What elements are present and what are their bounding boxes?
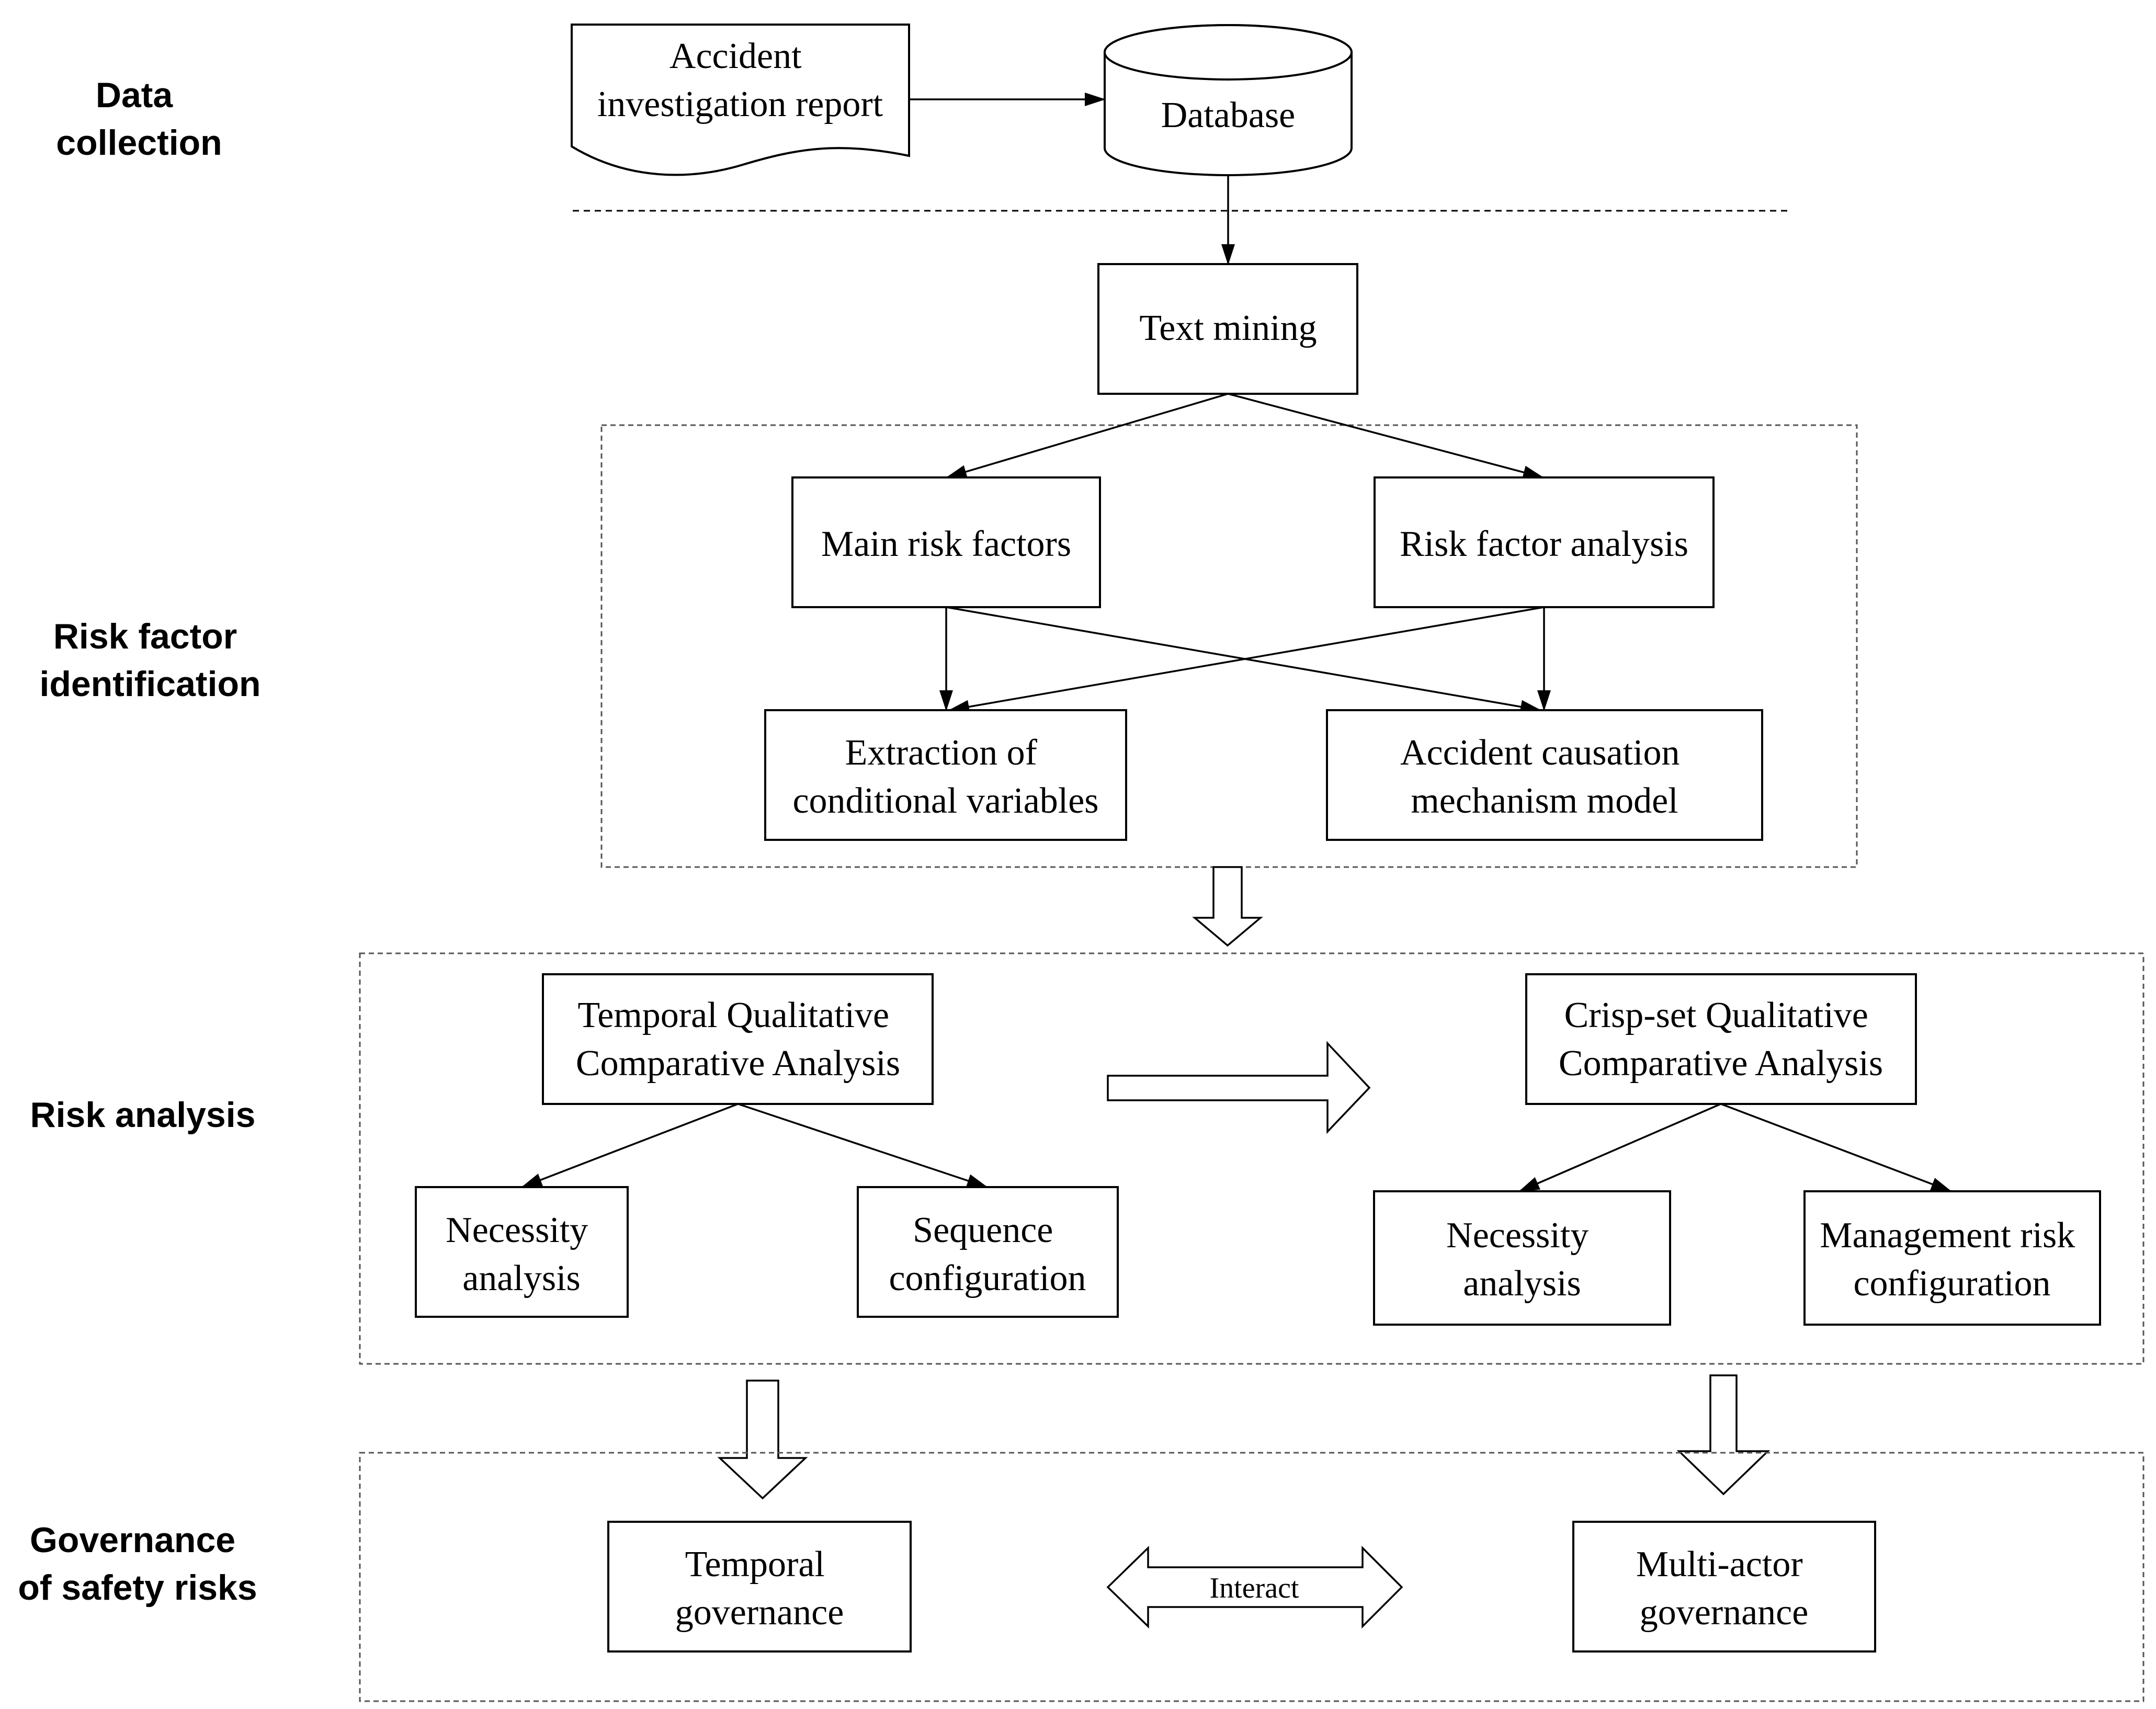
hollow-arrow-to-temporal-governance: [717, 1380, 808, 1500]
management-config-label: Management risk configuration: [1820, 1215, 2084, 1304]
accident-report-label: Accident investigation report: [597, 36, 883, 124]
main-risk-factors-box: [791, 476, 1101, 608]
stage-label-risk-analysis: Risk analysis: [30, 1095, 256, 1135]
necessity-left-label: Necessity analysis: [446, 1210, 597, 1298]
database-label: Database: [1161, 95, 1296, 135]
extraction-label: Extraction of conditional variables: [792, 733, 1098, 821]
multi-actor-governance-box: [1572, 1521, 1876, 1653]
stage-label-governance: Governance of safety risks: [18, 1520, 257, 1608]
arrow-text-mining-to-main-risk-factors: [946, 393, 1229, 478]
interact-label: Interact: [1210, 1572, 1299, 1604]
sequence-config-label: Sequence configuration: [889, 1210, 1086, 1298]
sequence-config-box: [857, 1186, 1119, 1318]
database-cylinder: [1104, 24, 1353, 176]
necessity-right-box: [1373, 1190, 1671, 1326]
causation-model-label: Accident causation mechanism model: [1400, 733, 1689, 821]
necessity-left-box: [415, 1186, 629, 1318]
tqca-label: Temporal Qualitative Comparative Analysi…: [576, 995, 900, 1084]
temporal-governance-label: Temporal governance: [675, 1544, 844, 1633]
main-risk-factors-label: Main risk factors: [821, 524, 1071, 564]
arrow-text-mining-to-risk-factor-analysis: [1228, 393, 1544, 479]
risk-analysis-container: [359, 952, 2144, 1365]
hollow-arrow-to-multi-actor-governance: [1676, 1374, 1771, 1496]
csqca-box: [1525, 973, 1917, 1105]
arrow-analysis-to-extraction: [948, 606, 1545, 714]
tqca-box: [542, 973, 934, 1105]
stage-label-data-collection: Data collection: [56, 75, 222, 163]
risk-factor-analysis-label: Risk factor analysis: [1400, 524, 1688, 564]
governance-container: [359, 1452, 2144, 1702]
hollow-arrow-tqca-to-csqca: [1107, 1041, 1371, 1134]
multi-actor-governance-label: Multi-actor governance: [1636, 1544, 1812, 1633]
arrow-csqca-to-management: [1720, 1103, 1952, 1192]
necessity-right-label: Necessity analysis: [1446, 1215, 1598, 1304]
stage-label-risk-factor-identification: Risk factor identification: [39, 617, 260, 704]
extraction-box: [764, 709, 1127, 841]
hollow-arrow-to-risk-analysis: [1192, 866, 1263, 947]
interact-double-arrow: [1106, 1545, 1403, 1629]
text-mining-label: Text mining: [1139, 308, 1317, 348]
management-config-box: [1803, 1190, 2101, 1326]
temporal-governance-box: [607, 1521, 912, 1653]
arrow-tqca-to-sequence: [737, 1103, 988, 1188]
causation-model-box: [1326, 709, 1763, 841]
risk-factor-analysis-box: [1374, 476, 1715, 608]
arrow-csqca-to-necessity-right: [1518, 1103, 1721, 1192]
text-mining-box: [1097, 263, 1358, 395]
accident-report-document: [571, 24, 910, 176]
csqca-label: Crisp-set Qualitative Comparative Analys…: [1559, 995, 1883, 1084]
arrow-tqca-to-necessity-left: [521, 1103, 739, 1188]
